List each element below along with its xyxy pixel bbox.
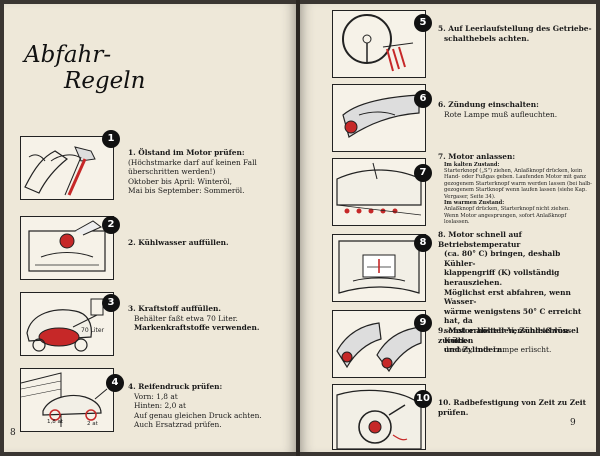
step-4-heading: 4. Reifendruck prüfen: <box>128 382 223 391</box>
illustration-gear-neutral <box>332 10 426 78</box>
step-8-heading: 8. Motor schnell auf Betriebstemperatur <box>438 230 522 249</box>
temperature-gauge-illustration <box>338 240 420 294</box>
steering-wheel-illustration <box>342 14 414 72</box>
ignition-off-illustration <box>336 322 422 373</box>
title-line-1: Abfahr- <box>24 42 112 68</box>
badge-step-10: 10 <box>414 390 432 408</box>
step-1-line-5: Mai bis September: Sommeröl. <box>128 186 245 196</box>
illustration-coolant <box>20 216 114 280</box>
illustration-engine-start <box>332 158 426 226</box>
step-2-heading: 2. Kühlwasser auffüllen. <box>128 238 229 247</box>
badge-step-5: 5 <box>414 14 432 32</box>
ignition-key-illustration <box>342 94 420 138</box>
step-7-line-5: Vergaser, Seite 34). <box>444 193 496 200</box>
step-8-line-4: Möglichst erst abfahren, wenn Wasser- <box>444 287 571 307</box>
dashboard-illustration <box>336 162 422 216</box>
step-6-line-2: Rote Lampe muß aufleuchten. <box>444 109 558 119</box>
step-8-line-6: sonst erhöhter Verschleiß von Kolben <box>444 325 569 345</box>
front-pressure-label: 1,8 at <box>47 419 64 425</box>
step-1-line-2: (Höchstmarke darf auf keinen Fall <box>128 157 257 167</box>
step-3-text: 3. Kraftstoff auffüllen. Behälter faßt e… <box>128 304 296 333</box>
wheel-bolts-illustration <box>336 389 422 449</box>
radiator-illustration <box>28 220 106 272</box>
step-7-text: 7. Motor anlassen: Im kalten Zustand: St… <box>438 152 594 226</box>
illustration-tyre-pressure: 1,8 at 2 at <box>20 368 114 432</box>
step-3-heading: 3. Kraftstoff auffüllen. <box>128 304 221 313</box>
step-9-line-2: drehen, rote Lampe erlischt. <box>444 345 552 355</box>
step-8-line-2: (ca. 80° C) bringen, deshalb Kühler- <box>444 249 561 268</box>
step-6-heading: 6. Zündung einschalten: <box>438 100 539 109</box>
step-5-heading: 5. Auf Leerlaufstellung des Getriebe- <box>438 24 592 33</box>
step-9-heading: 9. Motor abstellen, Zündschlüssel zurück… <box>438 326 579 345</box>
oil-dipstick-illustration <box>24 146 96 196</box>
step-10-text: 10. Radbefestigung von Zeit zu Zeit prüf… <box>438 398 594 417</box>
step-4-rear: Hinten: 2,0 at <box>134 401 186 411</box>
step-4-front: Vorn: 1,8 at <box>134 391 178 401</box>
badge-step-3: 3 <box>102 294 120 312</box>
step-1-heading: 1. Ölstand im Motor prüfen: <box>128 148 245 157</box>
step-7-line-4: gezogenem Startknopf wenn laufen lassen … <box>444 187 587 194</box>
step-7-line-7: Anlaßknopf drücken, Starterknopf nicht z… <box>444 206 570 213</box>
step-3-line-3: Markenkraftstoffe verwenden. <box>134 323 260 333</box>
badge-step-9: 9 <box>414 314 432 332</box>
step-5-text: 5. Auf Leerlaufstellung des Getriebe- sc… <box>438 24 594 43</box>
step-7-heading: 7. Motor anlassen: <box>438 152 516 161</box>
step-4-text: 4. Reifendruck prüfen: Vorn: 1,8 at Hint… <box>128 382 296 430</box>
rear-pressure-label: 2 at <box>87 421 98 427</box>
illustration-temperature <box>332 234 426 302</box>
badge-step-8: 8 <box>414 234 432 252</box>
step-7-line-3: gezogenem Starterknopf warm werden lasse… <box>444 180 592 187</box>
step-8-line-3: klappengriff (K) vollständig herausziehe… <box>444 268 560 287</box>
step-2-text: 2. Kühlwasser auffüllen. <box>128 238 296 248</box>
illustration-engine-stop <box>332 310 426 378</box>
badge-step-6: 6 <box>414 90 432 108</box>
page-number-left: 8 <box>10 428 16 438</box>
step-5-line-2: schalthebels achten. <box>444 33 530 43</box>
step-1-line-3: überschritten werden!) <box>128 167 216 177</box>
left-page: Abfahr- Regeln 1 1. Ölstand im Motor prü… <box>4 4 296 452</box>
step-9-text: 9. Motor abstellen, Zündschlüssel zurück… <box>438 326 594 355</box>
step-1-text: 1. Ölstand im Motor prüfen: (Höchstmarke… <box>128 148 296 196</box>
step-7-line-9: loslassen. <box>444 219 470 226</box>
step-6-text: 6. Zündung einschalten: Rote Lampe muß a… <box>438 100 594 119</box>
illustration-ignition <box>332 84 426 152</box>
step-8-text: 8. Motor schnell auf Betriebstemperatur … <box>438 230 594 355</box>
right-page: 5 5. Auf Leerlaufstellung des Getriebe- … <box>300 4 596 452</box>
step-7-line-1: Starterknopf („S") ziehen, Anlaßknopf dr… <box>444 168 583 174</box>
badge-step-4: 4 <box>106 374 124 392</box>
badge-step-1: 1 <box>102 130 120 148</box>
illustration-wheel <box>332 384 426 450</box>
title-line-2: Regeln <box>64 68 146 94</box>
step-8-line-5: wärme wenigstens 50° C erreicht hat, da <box>444 306 582 326</box>
badge-step-7: 7 <box>414 164 432 182</box>
book-gutter <box>296 0 300 456</box>
step-7-warm-title: Im warmen Zustand: <box>444 200 505 207</box>
step-4-line-4: Auf genau gleichen Druck achten. <box>134 410 262 420</box>
illustration-fuel: 70 Liter <box>20 292 114 356</box>
page-number-right: 9 <box>570 418 576 428</box>
fuel-tank-illustration <box>26 298 104 352</box>
illustration-oil-check <box>20 136 114 200</box>
step-10-heading: 10. Radbefestigung von Zeit zu Zeit prüf… <box>438 398 587 417</box>
step-1-line-4: Oktober bis April: Winteröl, <box>128 176 232 186</box>
fuel-capacity-label: 70 Liter <box>81 327 105 334</box>
step-7-line-8: Wenn Motor angesprungen, sofort Anlaßkno… <box>444 212 567 219</box>
step-7-line-2: Hand- oder Fußgas geben. Laufenden Motor… <box>444 174 587 181</box>
step-4-line-5: Auch Ersatzrad prüfen. <box>134 420 222 430</box>
step-3-line-2: Behälter faßt etwa 70 Liter. <box>134 313 238 323</box>
step-7-cold-title: Im kalten Zustand: <box>444 161 500 168</box>
step-8-line-7: und Zylindern. <box>444 345 505 355</box>
badge-step-2: 2 <box>102 216 120 234</box>
car-garage-illustration <box>21 372 108 427</box>
